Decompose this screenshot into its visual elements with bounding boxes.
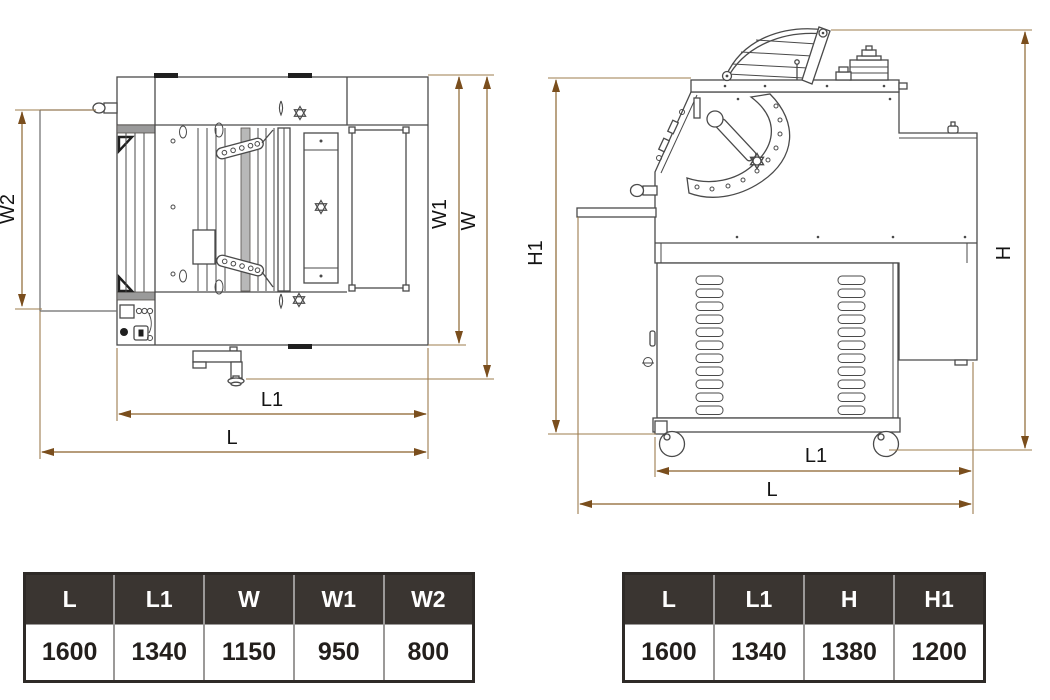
- step-knob: [947, 125, 959, 134]
- top-view-dimension-table: L L1 W W1 W2 1600 1340 1150 950 800: [23, 572, 475, 683]
- table-value-cell: 1200: [893, 624, 985, 682]
- top-edge-tab: [288, 73, 312, 78]
- table-value-cell: 950: [292, 624, 384, 682]
- dim-label-w2: W2: [0, 194, 19, 224]
- side-view-machine: [576, 26, 978, 458]
- oil-pot: [849, 45, 889, 81]
- dim-label-l: L: [766, 479, 777, 501]
- table-header-cell: H1: [893, 573, 985, 625]
- door-handle: [642, 330, 656, 367]
- adjustment-quadrant: [686, 93, 791, 198]
- table-value-cell: 1150: [203, 624, 294, 682]
- side-shelf: [576, 207, 657, 218]
- table-value-row: 1600 1340 1150 950 800: [24, 624, 474, 682]
- leveling-foot: [192, 346, 245, 387]
- table-value-cell: 800: [382, 624, 474, 682]
- table-value-cell: 1600: [24, 624, 115, 682]
- table-header-cell: W: [203, 573, 294, 625]
- top-guard-flap: [721, 26, 831, 85]
- vent-louvres-right: [837, 275, 866, 415]
- table-header-cell: L: [623, 573, 714, 625]
- table-value-cell: 1340: [113, 624, 205, 682]
- dim-label-w1: W1: [429, 199, 451, 229]
- center-panel: [303, 132, 339, 284]
- dim-label-l: L: [226, 427, 237, 449]
- table-header-cell: W2: [382, 573, 474, 625]
- top-edge-tab: [154, 73, 178, 78]
- dim-label-h: H: [993, 246, 1015, 260]
- side-view-dimension-table: L L1 H H1 1600 1340 1380 1200: [622, 572, 986, 683]
- table-header-cell: L1: [113, 573, 205, 625]
- top-view-machine: [39, 73, 429, 387]
- knob-icon: [120, 328, 128, 336]
- dim-label-h1: H1: [525, 240, 547, 266]
- table-header-cell: L: [24, 573, 115, 625]
- table-value-cell: 1600: [623, 624, 714, 682]
- dim-label-w: W: [458, 211, 480, 230]
- table-value-row: 1600 1340 1380 1200: [623, 624, 985, 682]
- feed-handle: [92, 102, 118, 114]
- dimension-drawing: W2 W1 W L1 L: [0, 26, 1032, 514]
- caster-wheel: [658, 430, 686, 458]
- dim-label-l1: L1: [805, 445, 827, 467]
- table-header-row: L L1 W W1 W2: [24, 573, 474, 625]
- table-value-cell: 1380: [802, 624, 895, 682]
- chain-bottom: [216, 254, 265, 277]
- table-header-cell: L1: [712, 573, 804, 625]
- bottom-edge-tab: [288, 344, 312, 349]
- control-panel: [119, 304, 154, 341]
- vent-louvres-left: [695, 275, 724, 415]
- caster-wheel: [872, 430, 900, 458]
- table-header-cell: W1: [292, 573, 384, 625]
- dim-label-l1: L1: [261, 389, 283, 411]
- side-handle: [629, 183, 658, 198]
- table-header-row: L L1 H H1: [623, 573, 985, 625]
- table-value-cell: 1340: [712, 624, 804, 682]
- top-view-dimensions: W2 W1 W L1 L: [0, 74, 494, 459]
- chain-top: [215, 137, 264, 160]
- table-header-cell: H: [802, 573, 895, 625]
- side-view-dimensions: H1 H L1 L: [525, 29, 1032, 514]
- side-table-outline: [39, 109, 117, 312]
